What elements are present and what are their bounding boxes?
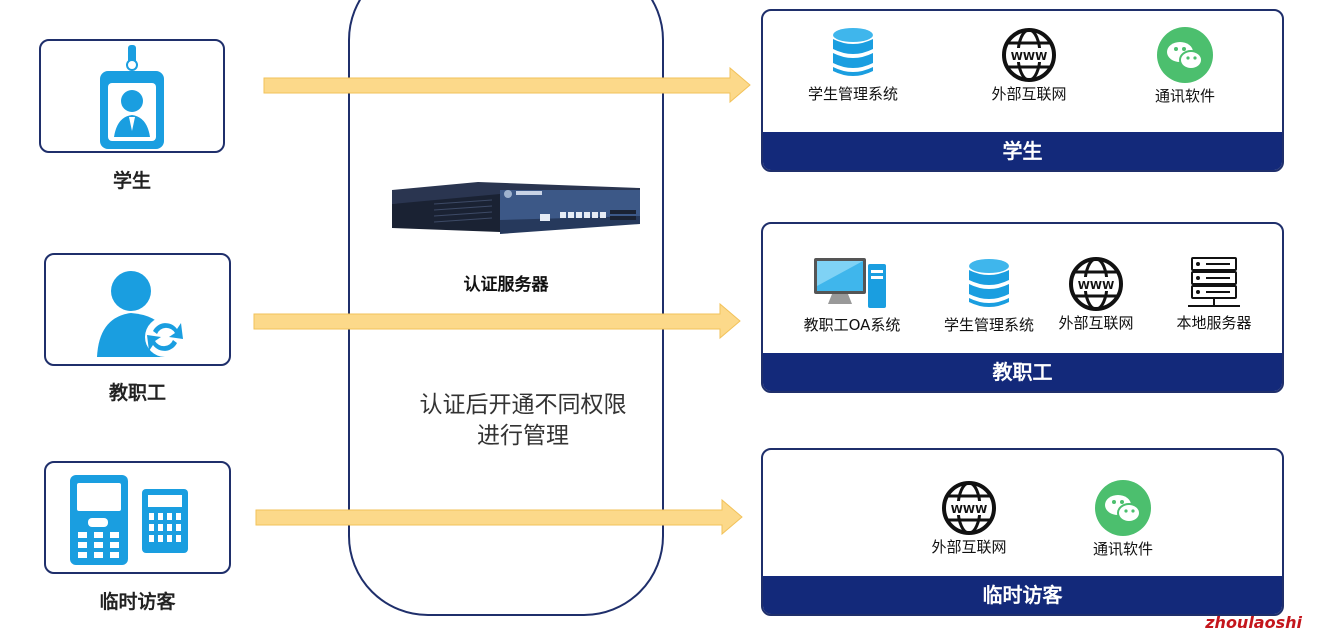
service-label: 外部互联网 [1058,314,1134,332]
database-icon [833,28,873,76]
service-internet: WWW 外部互联网 [1041,256,1151,333]
service-label: 学生管理系统 [807,85,898,103]
staff-person-icon [97,271,185,357]
arrow-visitors [255,498,743,536]
service-oa-system: 教职工OA系统 [789,256,915,335]
panel-title-visitor: 临时访客 [763,576,1282,614]
id-badge-icon [100,45,164,149]
user-box-visitor [44,461,231,574]
user-box-student [39,39,225,153]
service-label: 外部互联网 [991,85,1067,103]
panel-title-student: 学生 [763,132,1282,170]
service-label: 外部互联网 [931,538,1007,556]
arrow-staff [253,302,741,340]
www-globe-icon: WWW [1069,257,1123,311]
www-globe-icon: WWW [1002,28,1056,82]
auth-server-title: 认证服务器 [463,275,549,295]
svg-text:WWW: WWW [1078,279,1114,292]
service-label: 通讯软件 [1154,87,1215,105]
mobile-phone-icon [70,475,188,565]
watermark-logo: zhoulaoshi [1205,613,1302,632]
service-student-mgmt: 学生管理系统 [927,258,1051,335]
auth-description-line-1: 认证后开通不同权限 [419,392,627,418]
user-label-staff: 教职工 [108,382,166,404]
user-box-staff [44,253,231,366]
database-icon [969,259,1009,307]
computer-icon [814,258,886,308]
service-internet: WWW 外部互联网 [969,27,1089,104]
svg-text:WWW: WWW [1011,50,1047,63]
service-messaging: 通讯软件 [1063,480,1183,559]
arrow-students [263,66,751,104]
user-label-student: 学生 [112,170,151,192]
service-label: 教职工OA系统 [803,316,901,334]
wechat-icon [1095,480,1151,536]
service-label: 通讯软件 [1092,540,1153,558]
service-internet: WWW 外部互联网 [909,480,1029,557]
service-student-mgmt: 学生管理系统 [793,27,913,104]
svg-text:WWW: WWW [951,503,987,516]
server-rack-icon [1188,257,1240,307]
wechat-icon [1157,27,1213,83]
panel-title-staff: 教职工 [763,353,1282,391]
www-globe-icon: WWW [942,481,996,535]
service-local-server: 本地服务器 [1159,256,1269,333]
panel-student: 学生管理系统 WWW 外部互联网 通讯软件 学生 [761,9,1284,172]
server-appliance-icon [392,182,640,234]
auth-description-line-2: 进行管理 [477,423,569,449]
service-messaging: 通讯软件 [1125,27,1245,106]
service-label: 本地服务器 [1176,314,1252,332]
panel-visitor: WWW 外部互联网 通讯软件 临时访客 [761,448,1284,616]
service-label: 学生管理系统 [943,316,1034,334]
panel-staff: 教职工OA系统 学生管理系统 WWW 外部互联网 [761,222,1284,393]
user-label-visitor: 临时访客 [99,591,176,613]
auth-description: 认证后开通不同权限 进行管理 [348,390,698,452]
